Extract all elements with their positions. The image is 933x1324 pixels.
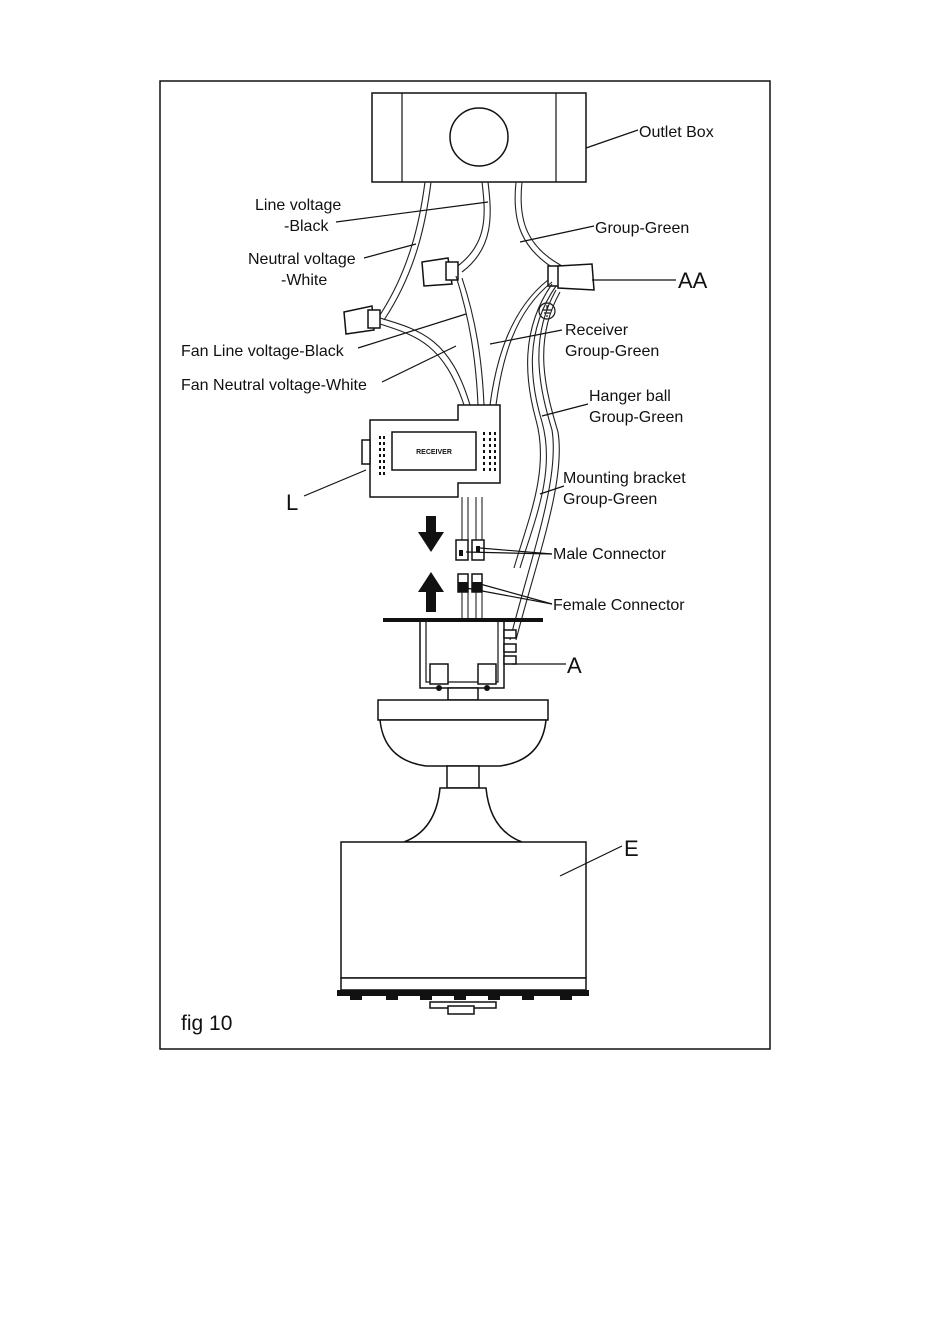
fan-wires [380, 276, 552, 405]
label-neutral-voltage-white: -White [281, 272, 327, 289]
label-neutral-voltage: Neutral voltage [248, 251, 356, 268]
canopy [378, 688, 548, 842]
label-male-connector: Male Connector [553, 546, 667, 563]
label-receiver: Receiver [565, 322, 629, 339]
label-line-voltage-black: -Black [284, 218, 329, 235]
label-outlet-box: Outlet Box [639, 124, 714, 141]
label-mounting-bracket-ground: Group-Green [563, 491, 657, 508]
down-arrow-icon [418, 516, 444, 552]
outlet-box [372, 93, 586, 182]
label-hanger-ball: Hanger ball [589, 388, 671, 405]
label-fan-line-voltage: Fan Line voltage-Black [181, 343, 345, 360]
up-arrow-icon [418, 572, 444, 612]
receiver-text: RECEIVER [416, 449, 452, 456]
male-connector [456, 540, 484, 560]
label-female-connector: Female Connector [553, 597, 685, 614]
wire-nut-neutral [422, 258, 458, 286]
label-a: A [567, 653, 582, 678]
label-aa: AA [678, 268, 708, 293]
mounting-bracket [420, 622, 516, 691]
wire-nut-ground [548, 264, 594, 290]
wire-nut-line [344, 306, 380, 334]
figure-caption: fig 10 [181, 1012, 232, 1035]
label-mounting-bracket: Mounting bracket [563, 470, 686, 487]
ground-wires [510, 284, 560, 640]
label-line-voltage: Line voltage [255, 197, 341, 214]
label-e: E [624, 836, 639, 861]
fan-motor [337, 842, 589, 1014]
receiver-box: RECEIVER [362, 405, 500, 497]
supply-wires [378, 182, 566, 320]
label-l: L [286, 490, 298, 515]
label-fan-neutral-voltage: Fan Neutral voltage-White [181, 377, 367, 394]
label-receiver-ground: Group-Green [565, 343, 659, 360]
label-hanger-ball-ground: Group-Green [589, 409, 683, 426]
receiver-output-wires [462, 497, 482, 540]
label-group-green: Group-Green [595, 220, 689, 237]
